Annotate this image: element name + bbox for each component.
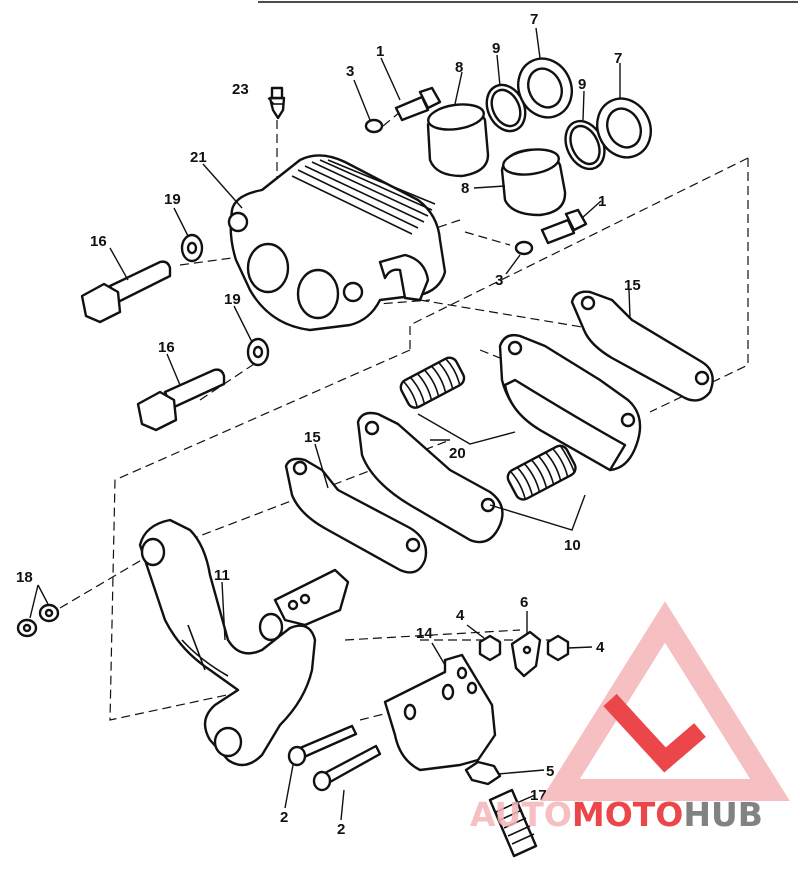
bolt-2-upper (287, 724, 358, 767)
callout-15-lower: 15 (304, 429, 321, 446)
washer-3-lower (514, 240, 534, 256)
callout-6: 6 (520, 594, 528, 611)
brake-pad-10-right (498, 333, 642, 472)
dust-boot-7-upper (517, 57, 573, 119)
bolt-16-lower (136, 368, 226, 432)
callout-4-right: 4 (596, 639, 605, 656)
callout-19-lower: 19 (224, 291, 241, 308)
callout-2-right: 2 (337, 821, 345, 838)
o-ring-9-upper-inner (490, 88, 522, 128)
piston-8-upper (426, 103, 490, 178)
callout-20: 20 (449, 445, 466, 462)
callout-4-left: 4 (456, 607, 465, 624)
callout-8-lower: 8 (461, 180, 469, 197)
callout-11: 11 (214, 567, 230, 584)
stud-17 (488, 788, 538, 858)
callout-7-lower: 7 (614, 50, 622, 67)
brake-pad-15-front (284, 457, 428, 574)
callout-5: 5 (546, 763, 554, 780)
bracket-14 (383, 653, 497, 772)
bolt-1-upper (394, 86, 442, 122)
callout-8-upper: 8 (455, 59, 463, 76)
washer-19-upper (180, 233, 204, 263)
callout-10: 10 (564, 537, 581, 554)
callout-9-upper: 9 (492, 40, 500, 57)
callout-1-lower: 1 (598, 193, 606, 210)
automotohub-watermark: AUTOMOTOHUB (470, 601, 790, 834)
callout-15-upper: 15 (624, 277, 641, 294)
caliper-body-21 (227, 154, 447, 332)
spring-20-lower (506, 444, 577, 501)
callout-1-upper: 1 (376, 43, 384, 60)
callout-18: 18 (16, 569, 33, 586)
callout-21: 21 (190, 149, 207, 166)
piston-8-lower (500, 148, 567, 217)
callout-19-upper: 19 (164, 191, 181, 208)
callout-3-lower: 3 (495, 272, 503, 289)
callout-14: 14 (416, 625, 433, 642)
nut-4-left (478, 634, 502, 662)
dust-boot-7-lower (596, 97, 652, 159)
bolt-16-upper (80, 260, 172, 324)
o-ring-9-lower-inner (569, 124, 601, 166)
callout-3-upper: 3 (346, 63, 354, 80)
callout-23: 23 (232, 81, 249, 98)
watermark-text: AUTOMOTOHUB (470, 795, 763, 834)
brake-pad-10-left (356, 411, 504, 544)
callout-16-upper: 16 (90, 233, 107, 250)
callout-2-left: 2 (280, 809, 288, 826)
nut-4-right (546, 634, 570, 662)
bolt-1-lower (540, 208, 588, 245)
spring-20-upper (399, 356, 466, 409)
watermark-triangle-inner (603, 693, 706, 773)
leader-lines (29, 27, 631, 821)
callout-7-upper: 7 (530, 11, 538, 28)
callout-labels: 1 3 8 9 7 9 7 8 1 3 15 23 21 19 16 19 16… (16, 11, 641, 838)
washer-3-upper (364, 118, 384, 134)
callout-9-lower: 9 (578, 76, 586, 93)
nut-5 (464, 760, 502, 786)
mounting-bracket-11 (138, 518, 350, 767)
bolt-2-lower (312, 744, 382, 792)
washer-18-pair (16, 603, 60, 638)
washer-19-lower (246, 337, 270, 367)
callout-16-lower: 16 (158, 339, 175, 356)
brake-pad-15-rear (570, 290, 714, 402)
